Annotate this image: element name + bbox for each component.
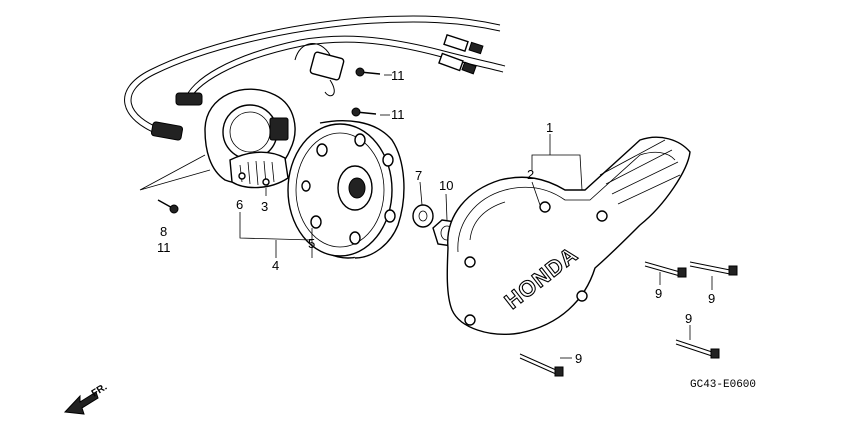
front-arrow-icon	[63, 391, 99, 415]
callout-5: 5	[308, 236, 315, 251]
callout-1: 1	[546, 120, 553, 135]
bolt-upper-1	[355, 67, 381, 77]
stator-assembly	[204, 88, 296, 189]
callout-3: 3	[261, 199, 268, 214]
bolt-cover-a	[644, 261, 687, 278]
flywheel-rotor	[287, 119, 405, 259]
callout-6: 6	[236, 197, 243, 212]
callout-8: 8	[160, 224, 167, 239]
washer	[412, 204, 434, 228]
callout-11-upper: 11	[391, 68, 405, 83]
callout-2: 2	[527, 167, 534, 182]
callout-9-d: 9	[575, 351, 582, 366]
callout-7: 7	[415, 168, 422, 183]
bolt-upper-2	[351, 107, 377, 117]
front-direction-indicator: FR.	[63, 382, 109, 415]
bolts	[157, 67, 738, 377]
callout-11-middle: 11	[391, 107, 405, 122]
callout-11-lower: 11	[157, 240, 171, 255]
bolt-cover-b	[689, 261, 738, 276]
leader-lines	[139, 74, 713, 359]
callout-10: 10	[439, 178, 453, 193]
callout-labels: 1 2 3 4 5 6 7 8 10 11 11 11 9 9 9 9	[157, 68, 715, 366]
callout-9-a: 9	[655, 286, 662, 301]
callout-9-b: 9	[708, 291, 715, 306]
bolt-cover-c	[675, 339, 720, 359]
callout-9-c: 9	[685, 311, 692, 326]
bolt-cover-d	[519, 353, 564, 377]
diagram-code: GC43-E0600	[690, 379, 756, 391]
left-crankcase-cover: HONDA	[446, 136, 691, 335]
wire-harness	[124, 15, 506, 141]
bolt-stator	[157, 199, 179, 214]
callout-4: 4	[272, 258, 279, 273]
